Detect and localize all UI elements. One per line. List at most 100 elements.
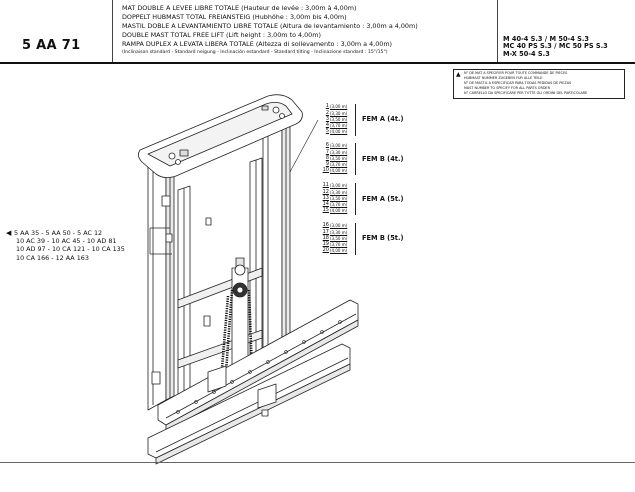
leader-line: [289, 119, 319, 173]
mast-number-notice: ▲ N° DE MAT A SPECIFIER POUR TOUTE COMMA…: [453, 69, 625, 99]
variant-number: 2: [325, 109, 329, 116]
notice-line: MAST NUMBER TO SPECIFY FOR ALL PARTS ORD…: [464, 86, 550, 90]
variant-row: 10(4,00 m): [320, 167, 348, 174]
variant-height: (4,00 m): [330, 208, 348, 214]
variant-row: 6(3,00 m): [320, 142, 347, 148]
variant-bracket: [355, 104, 356, 136]
compat-line: 10 AD 97 - 10 CA 121 - 10 CA 135: [16, 245, 125, 254]
header-rule: [0, 62, 635, 64]
variant-bracket: [355, 143, 356, 175]
variant-row: 11(3,00 m): [320, 182, 348, 189]
notice-line: HUBMAST NUMMER ZUGEBEN FUR ALLE TEILE: [464, 76, 543, 80]
variant-number: 12: [322, 188, 329, 195]
compat-line: 10 CA 166 - 12 AA 163: [16, 253, 89, 262]
title-line-en: DOUBLE MAST TOTAL FREE LIFT (Lift height…: [122, 30, 321, 39]
variant-number: 17: [322, 228, 329, 235]
footer-rule: [0, 462, 635, 463]
variant-group: 1(3,00 m) 2(3,30 m) 3(3,50 m) 4(3,70 m) …: [320, 103, 347, 134]
variant-row: 15(4,00 m): [320, 207, 348, 214]
variant-height: (3,00 m): [330, 143, 348, 149]
fem-label: FEM B (4t.): [362, 155, 404, 163]
variant-number: 19: [322, 241, 329, 248]
variant-number: 18: [322, 234, 329, 241]
header-divider: [497, 0, 498, 63]
variant-height: (3,30 m): [330, 229, 348, 235]
variant-group: 16(3,00 m) 17(3,30 m) 18(3,50 m) 19(3,70…: [320, 222, 348, 254]
variant-height: (3,30 m): [330, 189, 348, 195]
variant-number: 20: [322, 247, 329, 254]
variant-height: (4,00 m): [330, 129, 348, 135]
mast-top-crosshead: [138, 94, 303, 178]
section-code: 5 AA 71: [22, 38, 81, 53]
variant-row: 1(3,00 m): [320, 103, 347, 109]
fem-label: FEM A (4t.): [362, 115, 404, 123]
compat-line: 10 AC 39 - 10 AC 45 - 10 AD 81: [16, 237, 117, 246]
lift-cylinder: [231, 257, 249, 379]
page-header: 5 AA 71 MAT DOUBLE A LEVEE LIBRE TOTALE …: [0, 0, 635, 76]
inner-mast: [151, 157, 263, 401]
variant-group: 6(3,00 m) 7(3,30 m) 8(3,50 m) 9(3,70 m) …: [320, 142, 348, 174]
model-line: M 40-4 S.3 / M 50-4 S.3: [503, 35, 589, 43]
variant-row: 12(3,30 m): [320, 188, 348, 195]
variant-row: 17(3,30 m): [320, 228, 348, 235]
variant-row: 5(4,00 m): [320, 128, 347, 134]
fem-label: FEM A (5t.): [362, 195, 404, 203]
variant-group: 11(3,00 m) 12(3,30 m) 13(3,50 m) 14(3,70…: [320, 182, 348, 214]
outer-mast-right-rail: [262, 109, 291, 369]
variant-number: 10: [322, 167, 329, 174]
title-line-es: MASTIL DOBLE A LEVANTAMIENTO LIBRE TOTAL…: [122, 21, 418, 30]
variant-number: 3: [325, 115, 329, 122]
tilt-note: (Inclinaison standard - Standard neigung…: [122, 49, 388, 55]
variant-height: (3,00 m): [330, 104, 348, 110]
variant-height: (3,00 m): [330, 223, 348, 229]
variant-number: 6: [325, 142, 329, 149]
variant-row: 7(3,30 m): [320, 148, 347, 155]
variant-row: 3(3,50 m): [320, 116, 347, 122]
variant-height: (3,30 m): [330, 110, 348, 116]
variant-row: 9(3,70 m): [320, 161, 347, 167]
variant-height: (4,00 m): [330, 168, 348, 174]
variant-height: (3,50 m): [330, 195, 348, 201]
mast-titles: MAT DOUBLE A LEVEE LIBRE TOTALE (Hauteur…: [122, 4, 502, 56]
fem-label: FEM B (5t.): [362, 234, 404, 242]
warning-triangle-icon: ▲: [456, 71, 461, 78]
notice-line: N° DE MAT A SPECIFIER POUR TOUTE COMMAND…: [464, 71, 568, 75]
variant-number: 15: [322, 207, 329, 214]
variant-number: 11: [322, 182, 329, 189]
compatible-mast-list: ◀ 5 AA 35 - 5 AA 50 - 5 AC 12 10 AC 39 -…: [6, 229, 146, 262]
variant-row: 8(3,50 m): [320, 155, 347, 161]
variant-height: (3,70 m): [330, 123, 348, 129]
variant-row: 14(3,70 m): [320, 201, 348, 208]
variant-row: 20(4,00 m): [320, 247, 348, 254]
variant-height: (3,00 m): [330, 183, 348, 189]
title-line-de: DOPPELT HUBMAST TOTAL FREIANSTEIG (Hubhö…: [122, 12, 347, 21]
variant-number: 4: [325, 122, 329, 129]
notice-line: N° DE MASTIL A ESPECIFICAR PARA TODAS PE…: [464, 81, 572, 85]
variant-row: 2(3,30 m): [320, 109, 348, 116]
model-list: M 40-4 S.3 / M 50-4 S.3 MC 40 PS S.3 / M…: [503, 35, 631, 58]
variant-row: 18(3,50 m): [320, 234, 348, 241]
variant-number: 13: [322, 194, 329, 201]
mast-brackets: [203, 217, 277, 417]
variant-row: 16(3,00 m): [320, 222, 348, 229]
variant-number: 9: [325, 161, 329, 168]
variant-height: (3,50 m): [330, 116, 348, 122]
variant-number: 5: [325, 128, 329, 135]
variant-height: (3,70 m): [330, 202, 348, 208]
variant-row: 19(3,70 m): [320, 241, 348, 248]
variant-bracket: [355, 183, 356, 215]
fork-backrest-bar: [147, 343, 351, 465]
variant-row: 4(3,70 m): [320, 122, 347, 128]
notice-line: N° CARRELLO DA SPECIFICARE PER TUTTE GLI…: [464, 91, 588, 95]
model-line: M-X 50-4 S.3: [503, 49, 550, 58]
variant-height: (3,70 m): [330, 162, 348, 168]
model-line: MC 40 PS S.3 / MC 50 PS S.3: [503, 42, 608, 51]
title-line-it: RAMPA DUPLEX A LEVATA LIBERA TOTALE (Alt…: [122, 39, 393, 48]
compat-line: 5 AA 35 - 5 AA 50 - 5 AC 12: [14, 229, 103, 237]
header-divider: [112, 0, 113, 63]
variant-number: 14: [322, 201, 329, 208]
variant-number: 16: [322, 222, 329, 229]
variant-height: (4,00 m): [330, 248, 348, 254]
variant-number: 8: [325, 154, 329, 161]
